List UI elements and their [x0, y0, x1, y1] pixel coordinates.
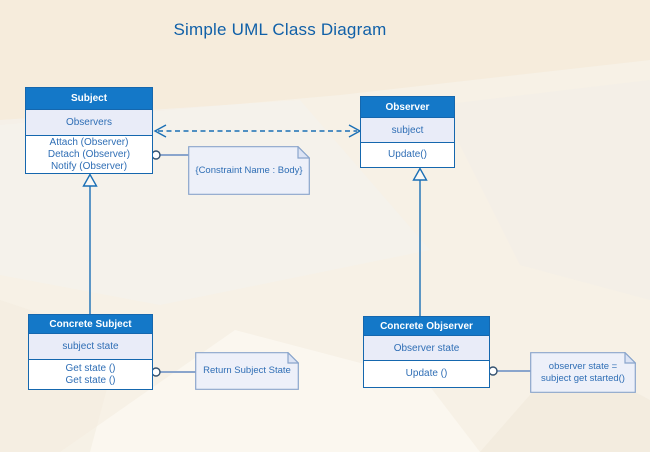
note-anchor-return [151, 367, 196, 377]
class-concrete-observer-title: Concrete Objserver [364, 317, 489, 336]
method-row: Update () [405, 368, 448, 379]
method-row: Get state () [65, 362, 116, 374]
attribute-row: subject state [62, 341, 119, 352]
class-subject-attributes: Observers [26, 110, 152, 136]
class-subject-methods: Attach (Observer) Detach (Observer) Noti… [26, 136, 152, 173]
class-observer-title: Observer [361, 97, 454, 118]
note-constraint[interactable]: {Constraint Name : Body} [188, 146, 310, 195]
class-concrete-subject-title: Concrete Subject [29, 315, 152, 334]
class-concrete-subject-attributes: subject state [29, 334, 152, 360]
method-row: Attach (Observer) [49, 136, 129, 148]
note-text: {Constraint Name : Body} [195, 164, 303, 176]
class-concrete-observer-attributes: Observer state [364, 336, 489, 361]
class-observer[interactable]: Observer subject Update() [360, 96, 455, 168]
class-concrete-observer-methods: Update () [364, 361, 489, 387]
class-observer-methods: Update() [361, 143, 454, 167]
dashed-double-arrow [153, 124, 362, 138]
diagram-title: Simple UML Class Diagram [173, 20, 387, 39]
note-text: Return Subject State [203, 365, 291, 376]
method-row: Notify (Observer) [50, 160, 128, 172]
method-row: Get state () [65, 374, 116, 386]
attribute-row: subject [391, 124, 424, 136]
class-concrete-observer[interactable]: Concrete Objserver Observer state Update… [363, 316, 490, 388]
note-observer-state[interactable]: observer state = subject get started() [530, 352, 636, 393]
note-text-line: observer state = [548, 360, 618, 372]
note-text-line: subject get started() [541, 372, 625, 384]
class-concrete-subject-methods: Get state () Get state () [29, 360, 152, 389]
class-subject-title: Subject [26, 88, 152, 110]
class-concrete-subject[interactable]: Concrete Subject subject state Get state… [28, 314, 153, 390]
generalization-arrow-observer [412, 167, 428, 316]
class-subject[interactable]: Subject Observers Attach (Observer) Deta… [25, 87, 153, 174]
method-row: Update() [388, 149, 427, 160]
note-anchor-observer-state [488, 366, 531, 376]
class-observer-attributes: subject [361, 118, 454, 143]
note-anchor-constraint [151, 150, 189, 160]
note-return-subject-state[interactable]: Return Subject State [195, 352, 299, 390]
generalization-arrow-subject [82, 173, 98, 314]
attribute-row: Observers [65, 117, 113, 128]
method-row: Detach (Observer) [47, 148, 131, 160]
attribute-row: Observer state [393, 342, 460, 354]
